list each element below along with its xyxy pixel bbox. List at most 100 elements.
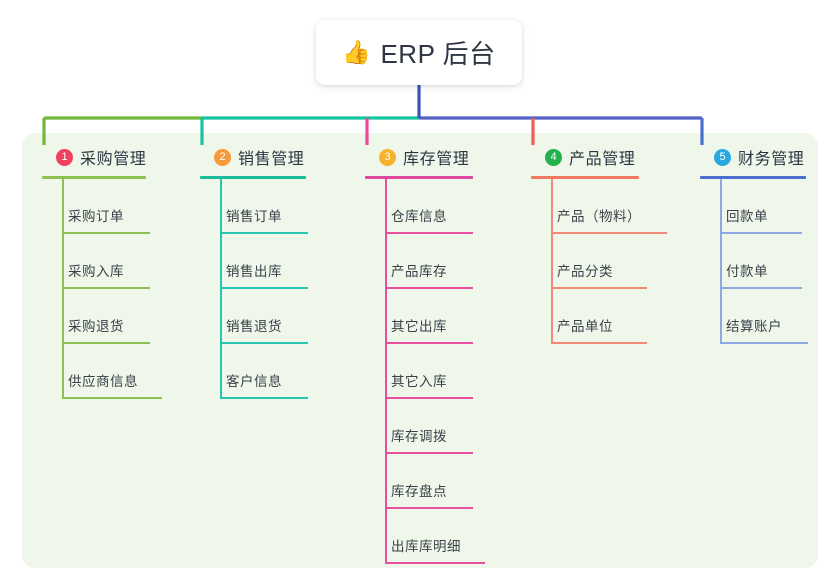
item-label: 销售订单	[226, 209, 282, 224]
item-label: 其它出库	[391, 319, 447, 334]
item-connector	[62, 344, 64, 399]
item-rule	[551, 232, 667, 234]
item-rule	[720, 287, 802, 289]
column-badge-2: 2	[214, 148, 231, 166]
list-item[interactable]: 客户信息	[200, 344, 308, 399]
item-connector	[385, 344, 387, 399]
item-label: 产品分类	[557, 264, 613, 279]
item-connector	[551, 234, 553, 289]
column-badge-3: 3	[379, 148, 396, 166]
list-item[interactable]: 库存盘点	[365, 454, 473, 509]
item-label: 产品库存	[391, 264, 447, 279]
thumbs-up-icon: 👍	[342, 39, 372, 65]
column-rule-1	[42, 176, 146, 179]
column-header-1[interactable]: 1 采购管理	[42, 144, 146, 170]
item-connector	[551, 179, 553, 234]
list-item[interactable]: 回款单	[700, 179, 806, 234]
item-label: 采购退货	[68, 319, 124, 334]
item-rule	[551, 342, 647, 344]
item-label: 其它入库	[391, 374, 447, 389]
column-rule-5	[700, 176, 806, 179]
list-item[interactable]: 仓库信息	[365, 179, 473, 234]
item-rule	[551, 287, 647, 289]
item-connector	[720, 289, 722, 344]
item-connector	[385, 289, 387, 344]
item-rule	[385, 342, 473, 344]
item-connector	[220, 179, 222, 234]
column-title-5: 财务管理	[738, 151, 805, 168]
item-connector	[720, 179, 722, 234]
column-3: 3 库存管理仓库信息产品库存其它出库其它入库库存调拨库存盘点出库库明细	[365, 144, 485, 564]
column-badge-4: 4	[545, 148, 562, 166]
column-header-5[interactable]: 5 财务管理	[700, 144, 806, 170]
list-item[interactable]: 结算账户	[700, 289, 808, 344]
item-label: 结算账户	[726, 319, 782, 334]
item-rule	[220, 287, 308, 289]
item-rule	[385, 232, 473, 234]
item-connector	[385, 179, 387, 234]
column-badge-1: 1	[56, 148, 73, 166]
item-connector	[62, 289, 64, 344]
item-rule	[385, 507, 473, 509]
column-4: 4 产品管理产品（物料） 产品分类产品单位	[531, 144, 667, 344]
list-item[interactable]: 销售订单	[200, 179, 308, 234]
column-items-5: 回款单付款单结算账户	[700, 179, 808, 344]
list-item[interactable]: 采购入库	[42, 234, 150, 289]
item-label: 采购入库	[68, 264, 124, 279]
item-label: 产品（物料）	[557, 209, 641, 224]
list-item[interactable]: 产品（物料）	[531, 179, 667, 234]
item-label: 仓库信息	[391, 209, 447, 224]
diagram-panel	[22, 133, 818, 568]
column-rule-2	[200, 176, 306, 179]
list-item[interactable]: 供应商信息	[42, 344, 162, 399]
list-item[interactable]: 销售退货	[200, 289, 308, 344]
list-item[interactable]: 产品单位	[531, 289, 647, 344]
column-rule-4	[531, 176, 639, 179]
item-connector	[220, 234, 222, 289]
column-items-4: 产品（物料） 产品分类产品单位	[531, 179, 667, 344]
item-label: 供应商信息	[68, 374, 138, 389]
item-label: 客户信息	[226, 374, 282, 389]
item-connector	[62, 179, 64, 234]
item-label: 销售出库	[226, 264, 282, 279]
list-item[interactable]: 产品分类	[531, 234, 647, 289]
list-item[interactable]: 其它入库	[365, 344, 473, 399]
column-items-3: 仓库信息产品库存其它出库其它入库库存调拨库存盘点出库库明细	[365, 179, 485, 564]
column-title-1: 采购管理	[80, 151, 147, 168]
column-title-4: 产品管理	[569, 151, 636, 168]
column-header-4[interactable]: 4 产品管理	[531, 144, 639, 170]
list-item[interactable]: 其它出库	[365, 289, 473, 344]
column-title-3: 库存管理	[403, 151, 470, 168]
item-connector	[385, 509, 387, 564]
column-rule-3	[365, 176, 473, 179]
item-label: 出库库明细	[391, 539, 461, 554]
item-rule	[385, 287, 473, 289]
item-connector	[385, 454, 387, 509]
root-title: 👍 ERP 后台	[342, 34, 495, 71]
column-1: 1 采购管理采购订单采购入库采购退货供应商信息	[42, 144, 162, 399]
list-item[interactable]: 库存调拨	[365, 399, 473, 454]
item-rule	[720, 232, 802, 234]
list-item[interactable]: 采购订单	[42, 179, 150, 234]
item-connector	[720, 234, 722, 289]
root-title-text: ERP 后台	[380, 39, 496, 69]
item-connector	[551, 289, 553, 344]
item-rule	[62, 342, 150, 344]
list-item[interactable]: 出库库明细	[365, 509, 485, 564]
item-label: 付款单	[726, 264, 768, 279]
item-rule	[385, 562, 485, 564]
list-item[interactable]: 产品库存	[365, 234, 473, 289]
item-rule	[220, 342, 308, 344]
root-node[interactable]: 👍 ERP 后台	[316, 20, 522, 85]
item-label: 库存调拨	[391, 429, 447, 444]
item-rule	[385, 397, 473, 399]
list-item[interactable]: 采购退货	[42, 289, 150, 344]
list-item[interactable]: 销售出库	[200, 234, 308, 289]
item-rule	[385, 452, 473, 454]
column-badge-5: 5	[714, 148, 731, 166]
column-header-3[interactable]: 3 库存管理	[365, 144, 473, 170]
item-label: 采购订单	[68, 209, 124, 224]
list-item[interactable]: 付款单	[700, 234, 806, 289]
